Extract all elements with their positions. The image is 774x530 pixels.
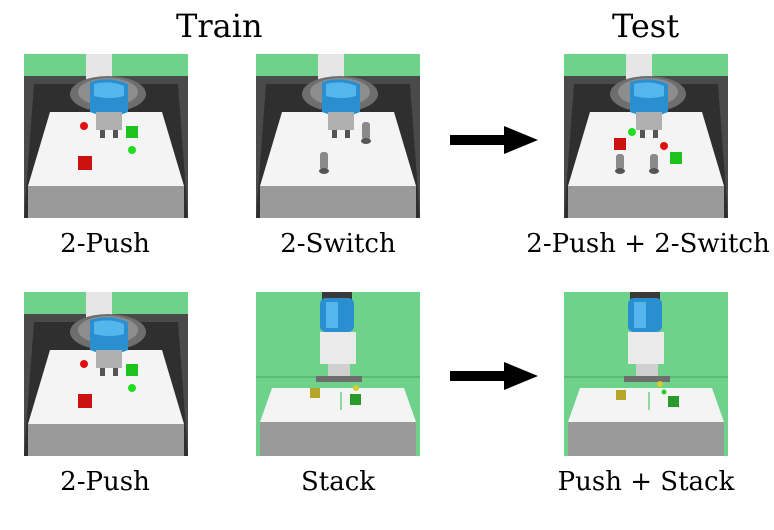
caption-2-push-row2: 2-Push — [60, 467, 150, 497]
test-header: Test — [612, 7, 680, 45]
scene-push-stack — [564, 292, 728, 456]
scene-stack — [256, 292, 420, 456]
scene-2-switch — [256, 54, 420, 218]
caption-2-push-row1: 2-Push — [60, 229, 150, 259]
scene-2-push-2-switch — [564, 54, 728, 218]
train-header: Train — [176, 7, 263, 45]
caption-push-stack: Push + Stack — [557, 467, 735, 497]
scene-2-push-row1 — [24, 54, 188, 218]
scene-2-push-row2 — [24, 292, 188, 456]
caption-2-push-2-switch: 2-Push + 2-Switch — [526, 229, 770, 259]
caption-stack: Stack — [300, 467, 376, 497]
right-arrow-icon — [450, 126, 538, 154]
caption-2-switch: 2-Switch — [280, 229, 396, 259]
right-arrow-icon-2 — [450, 362, 538, 390]
